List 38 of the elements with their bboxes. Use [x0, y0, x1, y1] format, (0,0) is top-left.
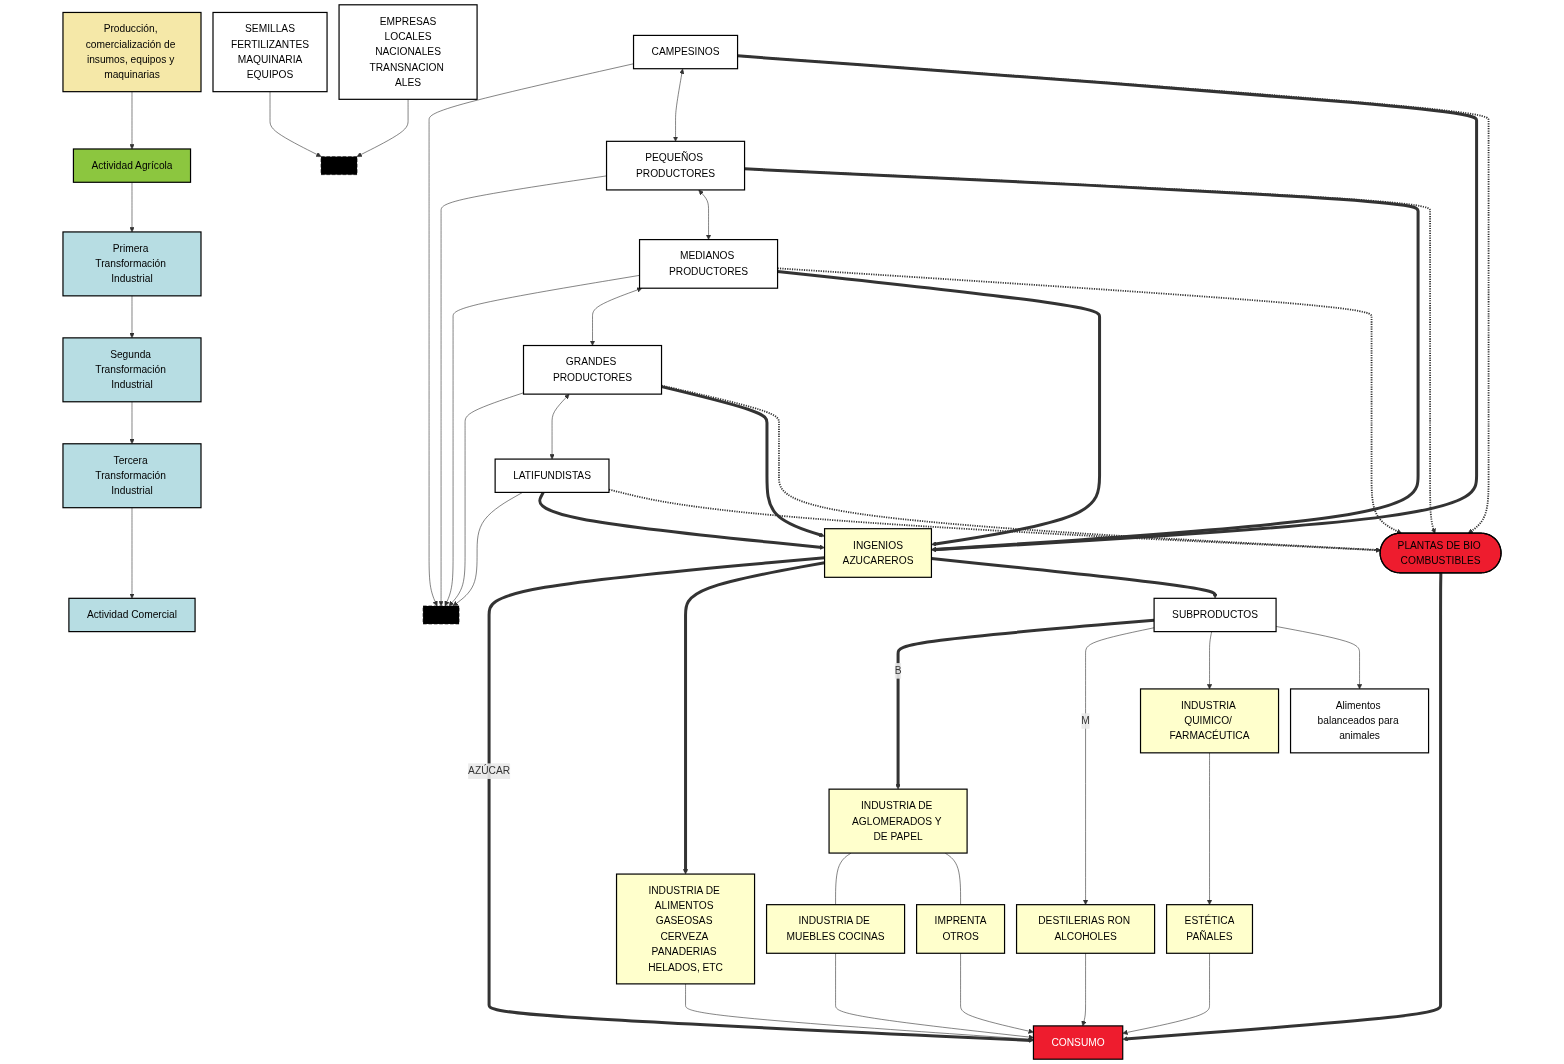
node-box: IMPRENTA OTROS	[916, 904, 1006, 954]
node-bar	[320, 156, 358, 175]
arrow	[895, 618, 1155, 790]
connector	[944, 852, 961, 905]
node-box: LATIFUNDISTAS	[494, 458, 610, 493]
node-box: Tercera Transformación Industrial	[62, 443, 202, 509]
node-box: DESTILERIAS RON ALCOHOLES	[1015, 904, 1156, 954]
node-box: INDUSTRIA DE AGLOMERADOS Y DE PAPEL	[828, 788, 968, 854]
node-bar	[422, 605, 460, 625]
node-box: CONSUMO	[1032, 1025, 1124, 1060]
arrow	[682, 561, 825, 875]
node-box: INDUSTRIA QUIMICO/ FARMACÉUTICA	[1139, 688, 1280, 754]
node-box: INDUSTRIA DE MUEBLES COCINAS	[765, 904, 906, 954]
edge-label: M	[1081, 715, 1090, 727]
node-box: Actividad Comercial	[68, 597, 196, 633]
edge-label: AZÚCAR	[468, 765, 511, 777]
edge-label: B	[894, 664, 902, 677]
node-box: SUBPRODUCTOS	[1153, 597, 1277, 633]
node-box: Primera Transformación Industrial	[62, 231, 202, 297]
node-box: EMPRESAS LOCALES NACIONALES TRANSNACION ALES	[338, 4, 478, 100]
node-box: MEDIANOS PRODUCTORES	[638, 239, 779, 289]
node-box: INDUSTRIA DE ALIMENTOS GASEOSAS CERVEZA PANADERIAS HELADOS, ETC	[615, 873, 756, 985]
arrow	[661, 385, 825, 538]
node-box: Producción, comercialización de insumos, equipos y maquinarias	[62, 11, 202, 93]
node-box: ESTÉTICA PAÑALES	[1166, 904, 1254, 954]
node-box: Segunda Transformación Industrial	[62, 337, 202, 403]
node-box: GRANDES PRODUCTORES	[522, 344, 663, 395]
node-box: SEMILLAS FERTILIZANTES MAQUINARIA EQUIPOS	[212, 11, 328, 93]
node-box: PEQUEÑOS PRODUCTORES	[605, 140, 746, 191]
node-box: INGENIOS AZUCAREROS	[823, 528, 933, 578]
arrow	[538, 491, 825, 550]
arrow	[608, 488, 1381, 553]
node-box: Alimentos balanceados para animales	[1289, 688, 1430, 754]
arrow	[777, 269, 1102, 547]
arrow	[931, 557, 1218, 599]
connector	[835, 852, 852, 905]
node-box: CAMPESINOS	[632, 34, 739, 70]
node-box: Actividad Agrícola	[72, 148, 192, 183]
